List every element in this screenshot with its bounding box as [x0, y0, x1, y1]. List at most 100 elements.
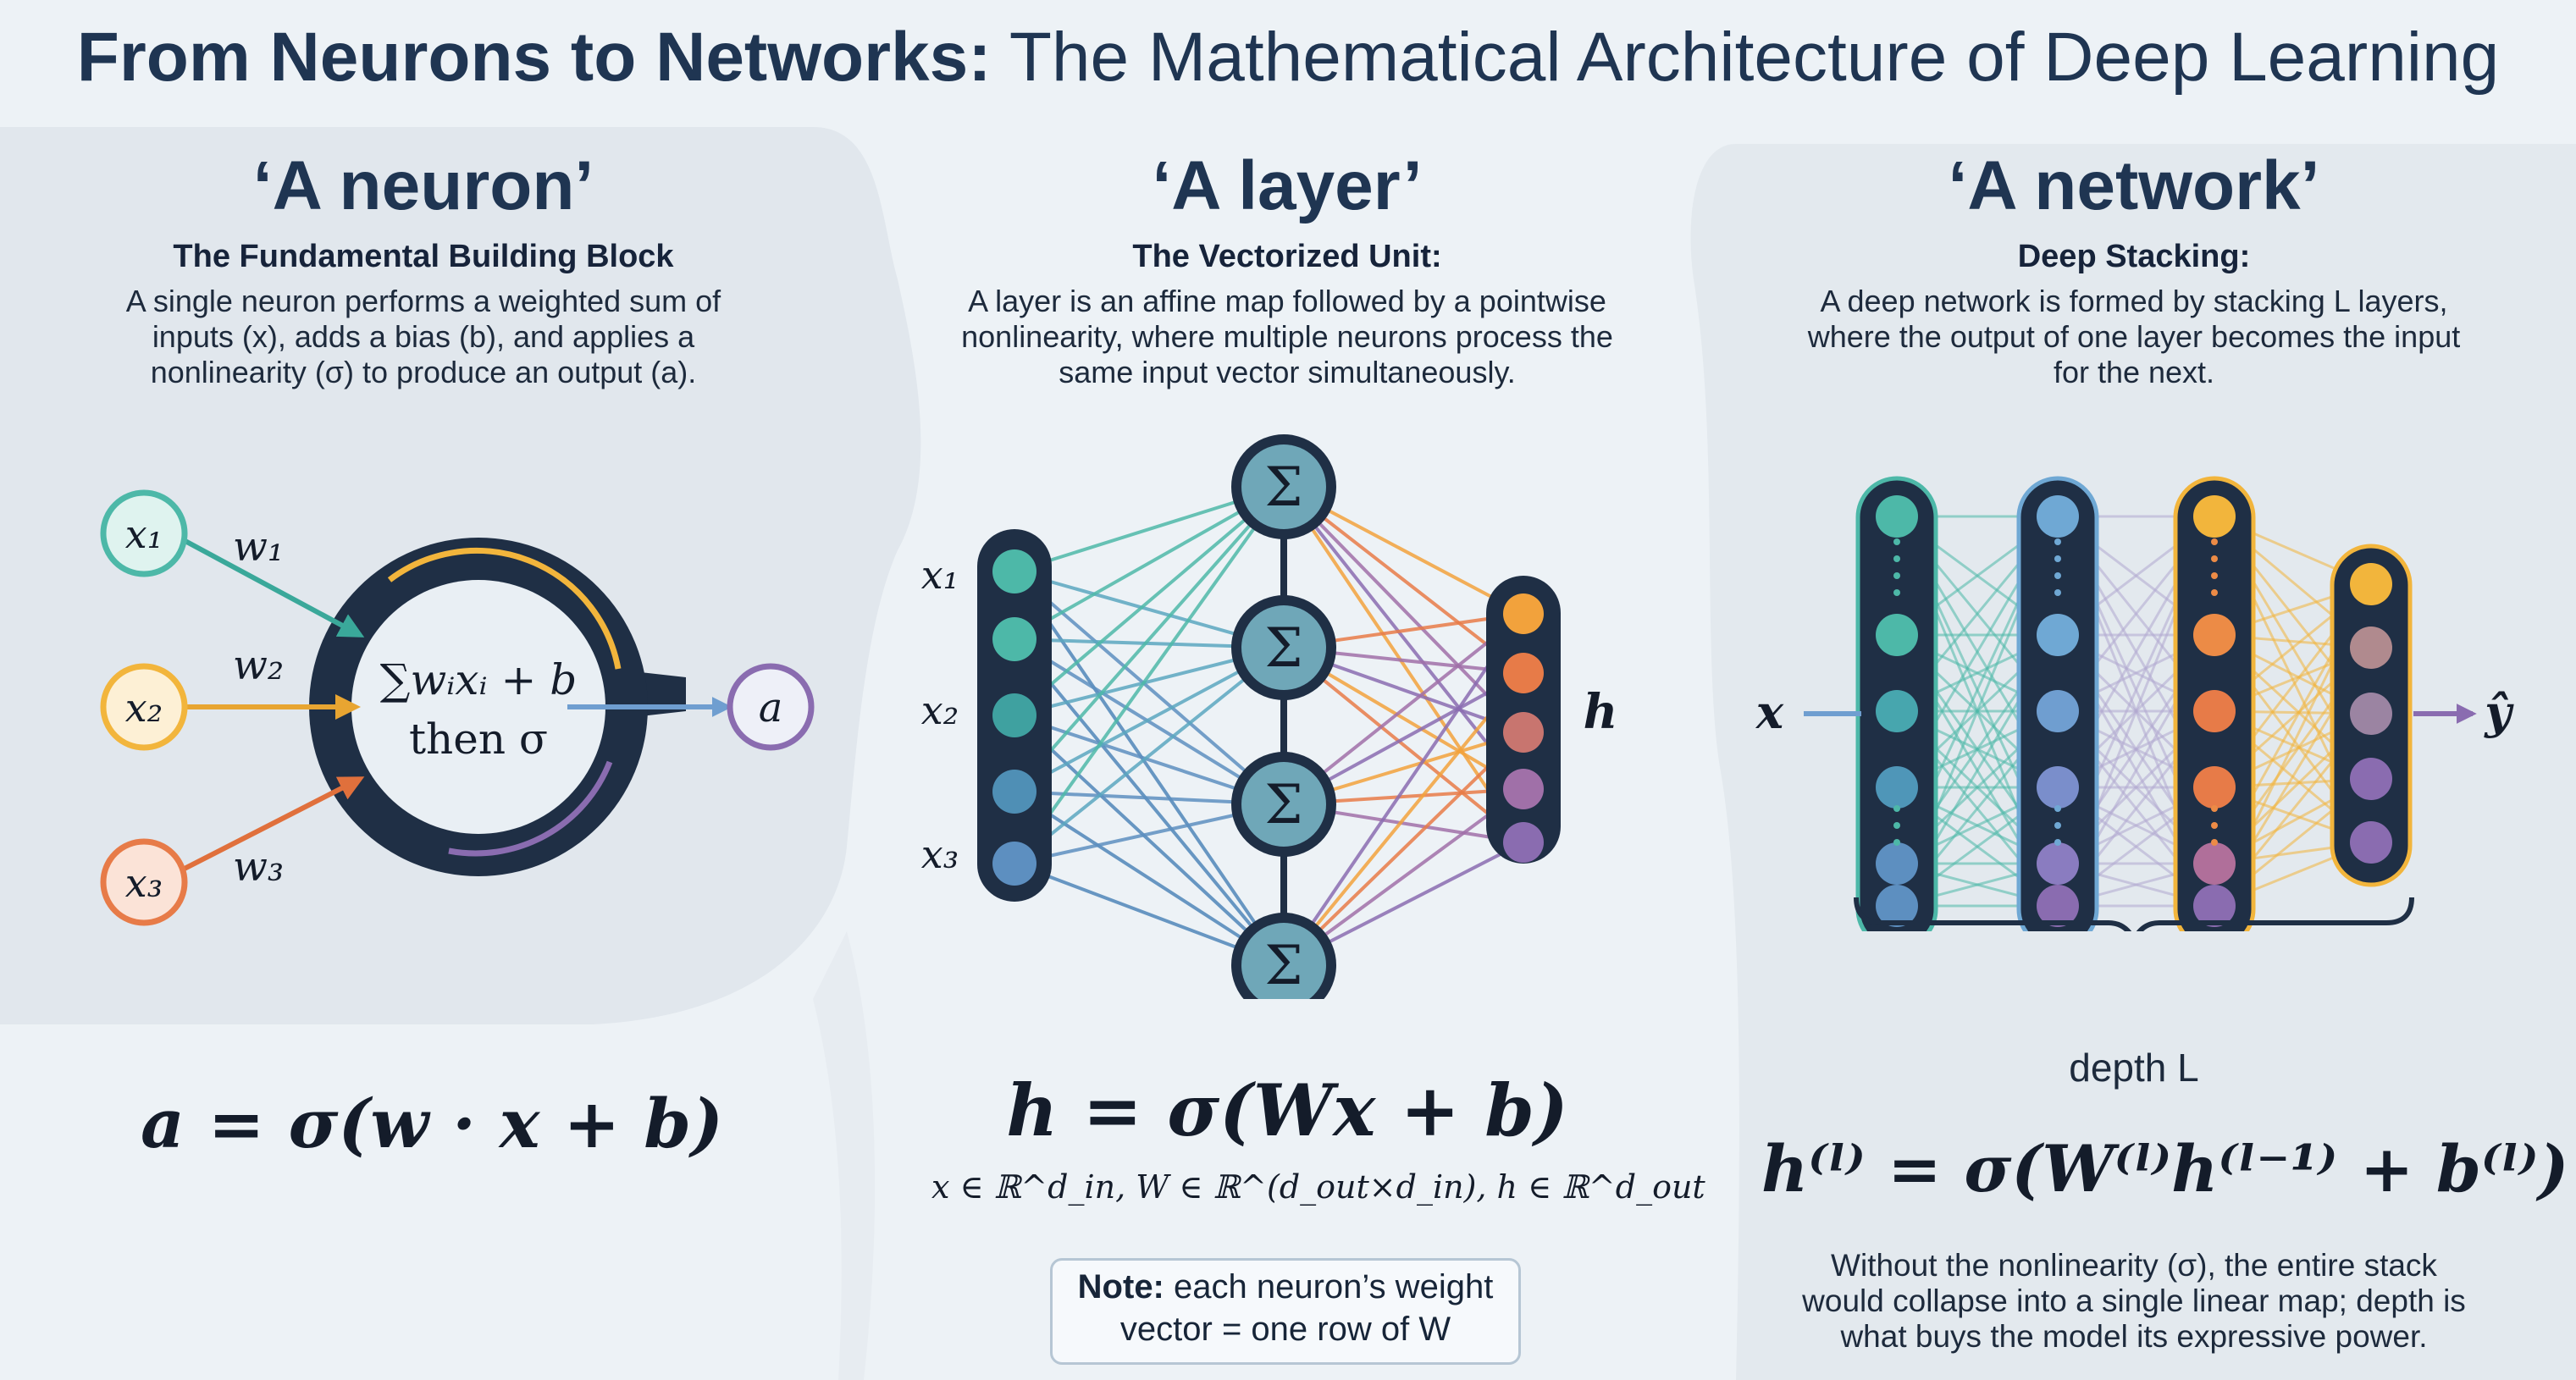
network-ellipsis-dot — [2054, 538, 2061, 545]
layer-in-edge — [1013, 638, 1285, 806]
layer-output-dot — [1503, 593, 1544, 634]
neuron-arc-orange — [387, 547, 622, 670]
layer-output-dot — [1503, 822, 1544, 863]
network-input-label: x — [1755, 685, 1784, 739]
layer-sum-node-inner — [1241, 762, 1326, 847]
network-panel-title: ‘A network’ — [1948, 147, 2320, 224]
main-title-regular: The Mathematical Architecture of Deep Le… — [991, 19, 2500, 96]
output-label-a: a — [759, 684, 783, 731]
input-label-x2: x₂ — [125, 685, 163, 731]
layer-note-text: each neuron’s weight vector = one row of… — [1119, 1268, 1494, 1348]
network-node — [2037, 690, 2079, 732]
weight-label-w1: w₁ — [233, 523, 284, 571]
network-node — [2037, 614, 2079, 656]
layer-in-edge — [1013, 485, 1285, 865]
layer-panel-title: ‘A layer’ — [1152, 147, 1423, 224]
network-ellipsis-dot — [1893, 589, 1900, 596]
network-output-label: ŷ — [2484, 685, 2514, 739]
network-ellipsis-dot — [1893, 805, 1900, 812]
layer-input-dots — [992, 549, 1036, 886]
layer-equation: h = σ(Wx + b) — [1006, 1068, 1568, 1152]
network-node — [2350, 693, 2392, 735]
divider-swoosh — [813, 931, 876, 1380]
neuron-body-inner — [351, 580, 605, 834]
input-node-x3 — [100, 838, 188, 926]
layer-sum-symbol: Σ — [1264, 617, 1302, 680]
layer-output-dot — [1503, 653, 1544, 693]
input-label-x1: x₁ — [125, 511, 163, 557]
main-title: From Neurons to Networks: The Mathematic… — [0, 15, 2576, 100]
layer-in-edge — [1013, 485, 1285, 793]
layer-sum-node-inner — [1241, 444, 1326, 529]
depth-brace — [1854, 897, 2414, 931]
layer-output-dots — [1503, 593, 1544, 863]
network-ellipsis-dot — [2211, 589, 2218, 596]
network-node — [2193, 614, 2236, 656]
network-footer: Without the nonlinearity (σ), the entire… — [1802, 1248, 2466, 1354]
layer-input-label-x3: x₃ — [921, 831, 959, 877]
network-node — [1876, 885, 1918, 927]
layer-in-edge — [1013, 790, 1285, 967]
network-ellipsis-dot — [1893, 839, 1900, 846]
main-title-bold: From Neurons to Networks: — [76, 19, 992, 96]
network-node — [2350, 563, 2392, 605]
layer-in-edge — [1013, 646, 1285, 865]
network-node — [1876, 614, 1918, 656]
network-ellipsis-dot — [2211, 839, 2218, 846]
network-ellipsis-dot — [2211, 822, 2218, 829]
neuron-diagram: ∑wᵢxᵢ + b then σ x₁ x₂ x₃ w₁ w₂ w₃ a — [100, 489, 815, 926]
network-node — [2350, 627, 2392, 669]
layer-input-dot — [992, 617, 1036, 661]
network-node — [2037, 885, 2079, 927]
network-equation: h⁽ˡ⁾ = σ(W⁽ˡ⁾h⁽ˡ⁻¹⁾ + b⁽ˡ⁾) — [1761, 1131, 2569, 1206]
layer-in-edge — [1013, 570, 1285, 806]
layer-out-edge — [1282, 485, 1525, 844]
layer-output-dot — [1503, 769, 1544, 809]
input-node-x1 — [100, 489, 188, 577]
network-node — [1876, 766, 1918, 809]
layer-sum-symbol: Σ — [1264, 935, 1302, 997]
network-depth-label: depth L — [2069, 1046, 2199, 1090]
layer-output-label-h: h — [1584, 684, 1618, 740]
layer-input-dot — [992, 842, 1036, 886]
network-node — [2037, 842, 2079, 885]
weight-arrow-3 — [176, 776, 365, 875]
layer-input-dot — [992, 693, 1036, 737]
layer-note-box: Note: each neuron’s weight vector = one … — [1050, 1258, 1521, 1365]
network-ellipsis-dot — [1893, 538, 1900, 545]
layer-edges — [1013, 485, 1525, 967]
layer-sum-symbol: Σ — [1264, 456, 1302, 519]
layer-panel-description: A layer is an affine map followed by a p… — [961, 284, 1613, 389]
network-ellipsis-dot — [2054, 589, 2061, 596]
layer-input-dot — [992, 770, 1036, 814]
network-ellipsis-dot — [2054, 822, 2061, 829]
network-node — [1876, 690, 1918, 732]
network-ellipsis-dot — [2211, 805, 2218, 812]
layer-sum-node-inner — [1241, 605, 1326, 690]
layer-note-bold: Note: — [1077, 1268, 1164, 1305]
network-ellipsis-dot — [2054, 805, 2061, 812]
layer-in-edge — [1013, 485, 1285, 717]
network-node — [1876, 495, 1918, 538]
network-ellipsis-dot — [2054, 555, 2061, 562]
network-panel-bg — [1690, 144, 2576, 1380]
layer-out-edge — [1282, 731, 1525, 967]
network-ellipsis-dot — [2054, 839, 2061, 846]
neuron-equation: a = σ(w · x + b) — [140, 1084, 724, 1163]
network-node — [1876, 842, 1918, 885]
network-node — [2193, 842, 2236, 885]
network-ellipsis-dot — [2054, 572, 2061, 579]
network-panel-subtitle: Deep Stacking: — [2017, 239, 2251, 274]
output-node-a — [727, 663, 815, 751]
network-ellipsis-dot — [2211, 555, 2218, 562]
neuron-then-text: then σ — [409, 715, 548, 764]
network-ellipsis-dot — [1893, 555, 1900, 562]
network-node — [2193, 885, 2236, 927]
layer-input-dot — [992, 549, 1036, 593]
network-node — [2037, 495, 2079, 538]
network-diagram: x ŷ — [1755, 476, 2514, 931]
layer-input-label-x2: x₂ — [921, 687, 959, 733]
